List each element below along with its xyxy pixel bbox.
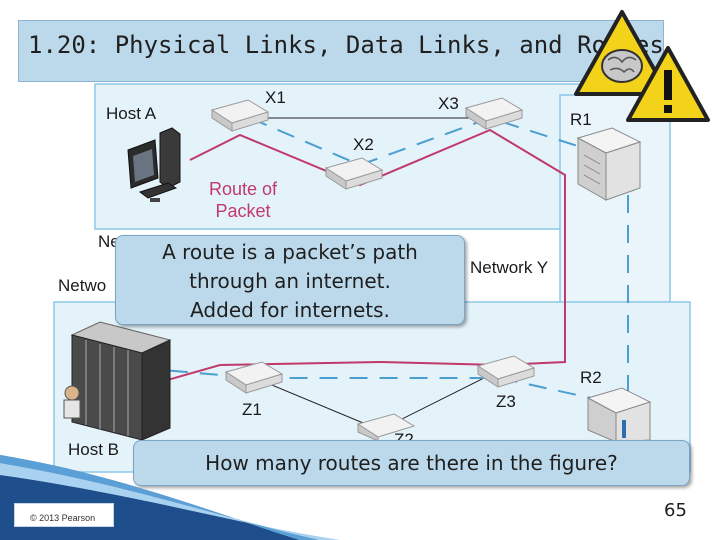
question-callout: How many routes are there in the figure?: [133, 440, 690, 486]
warning-signs: [574, 10, 710, 122]
exclamation-warning-icon: [626, 46, 710, 122]
dashed-link-host-a: [249, 116, 591, 167]
slide-title: 1.20: Physical Links, Data Links, and Ro…: [28, 31, 664, 59]
callout-line-2: through an internet.: [189, 269, 391, 293]
route-line: [149, 128, 566, 386]
r1-label: R1: [570, 110, 592, 129]
network-y-label: Network Y: [470, 258, 549, 277]
network-z-label: Netwo: [58, 276, 107, 295]
brain-warning-icon: [574, 10, 670, 96]
callout-line-3: Added for internets.: [190, 298, 390, 322]
network-x-label: Ne: [98, 232, 120, 251]
router-r2: [586, 387, 652, 443]
host-a-computer: [127, 127, 181, 202]
z3-label: Z3: [496, 392, 516, 411]
copyright-text: © 2013 Pearson: [30, 513, 96, 523]
switch-z3: [476, 355, 536, 388]
page-number: 65: [664, 500, 687, 521]
callout-line-1: A route is a packet’s path: [162, 240, 418, 264]
route-definition-callout: A route is a packet’s path through an in…: [115, 235, 465, 325]
title-bar: [18, 20, 664, 82]
router-r1: [576, 127, 642, 201]
x1-label: X1: [265, 88, 286, 107]
switch-x2: [324, 157, 384, 190]
switch-x1: [210, 99, 270, 132]
host-a-label: Host A: [106, 104, 157, 123]
question-text: How many routes are there in the figure?: [205, 451, 618, 475]
x2-label: X2: [353, 135, 374, 154]
x3-label: X3: [438, 94, 459, 113]
route-of-packet-label: Route of Packet: [198, 178, 288, 222]
host-b-servers: [63, 321, 172, 441]
route-label-line-2: Packet: [215, 201, 271, 221]
route-label-line-1: Route of: [208, 179, 278, 199]
r2-label: R2: [580, 368, 602, 387]
z1-label: Z1: [242, 400, 262, 419]
host-b-label: Host B: [68, 440, 120, 459]
switch-x3: [464, 97, 524, 130]
link-z1-z2: [254, 377, 381, 431]
switch-z1: [224, 361, 284, 394]
footer-swoosh: [0, 455, 340, 540]
copyright-box: [14, 503, 114, 527]
